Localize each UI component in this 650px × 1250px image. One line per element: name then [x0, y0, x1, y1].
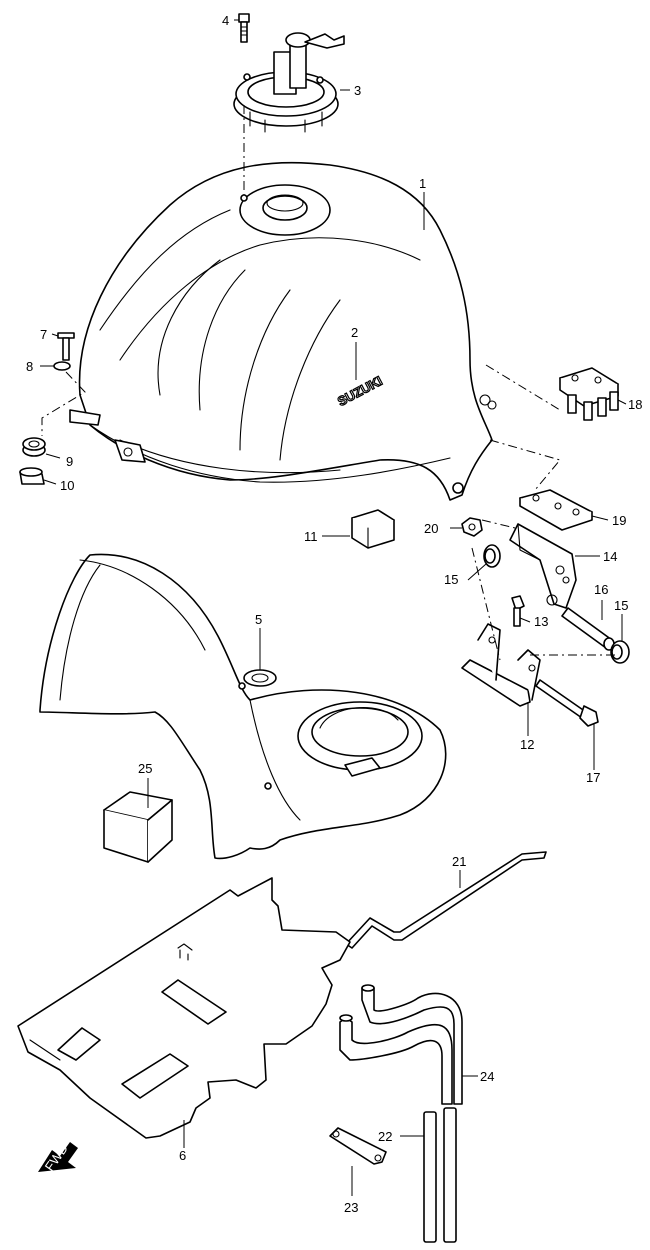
damper-18 [559, 367, 619, 421]
nut-20 [461, 517, 483, 537]
callout-9: 9 [66, 454, 73, 469]
callout-labels: 4 3 1 2 7 8 9 10 18 19 20 11 14 15 16 15… [26, 13, 642, 1215]
callout-17: 17 [586, 770, 600, 785]
callout-7: 7 [40, 327, 47, 342]
fwd-arrow-icon: FWD [38, 1141, 78, 1174]
callout-24: 24 [480, 1069, 494, 1084]
cushion-19 [519, 489, 593, 531]
callout-23: 23 [344, 1200, 358, 1215]
callout-15a: 15 [444, 572, 458, 587]
plate-6 [17, 877, 351, 1139]
hose-24 [339, 984, 463, 1105]
callout-18: 18 [628, 397, 642, 412]
inner-cover-5 [39, 553, 447, 860]
rod-21 [345, 851, 547, 949]
callout-16: 16 [594, 582, 608, 597]
callout-12: 12 [520, 737, 534, 752]
callout-6: 6 [179, 1148, 186, 1163]
pipe-16 [561, 607, 615, 651]
collar-10 [19, 467, 45, 485]
callout-25: 25 [138, 761, 152, 776]
callout-2: 2 [351, 325, 358, 340]
callout-19: 19 [612, 513, 626, 528]
hose-22 [423, 1107, 457, 1243]
callout-3: 3 [354, 83, 361, 98]
hinge-12 [461, 623, 541, 707]
bushing-15b [610, 640, 630, 664]
callout-11: 11 [304, 529, 318, 544]
callout-1: 1 [419, 176, 426, 191]
callout-15b: 15 [614, 598, 628, 613]
callout-22: 22 [378, 1129, 392, 1144]
callout-20: 20 [424, 521, 438, 536]
callout-14: 14 [603, 549, 617, 564]
cushion-11 [351, 509, 395, 549]
callout-5: 5 [255, 612, 262, 627]
leader-lines [40, 19, 627, 1196]
callout-10: 10 [60, 478, 74, 493]
callout-21: 21 [452, 854, 466, 869]
bolt-7 [57, 332, 75, 361]
callout-4: 4 [222, 13, 229, 28]
bolt-13 [511, 595, 525, 627]
bolt-4 [238, 13, 250, 43]
bushing-15a [483, 544, 501, 568]
foam-25 [103, 791, 173, 863]
washer-8 [53, 361, 71, 371]
callout-13: 13 [534, 614, 548, 629]
grommet-9 [22, 437, 46, 457]
bracket-14 [509, 523, 577, 609]
fuel-tank-1: SUZUKI [69, 161, 497, 501]
fuel-cap-3 [233, 32, 345, 133]
clamp-23 [329, 1127, 387, 1165]
bolt-17 [535, 679, 599, 727]
callout-8: 8 [26, 359, 33, 374]
